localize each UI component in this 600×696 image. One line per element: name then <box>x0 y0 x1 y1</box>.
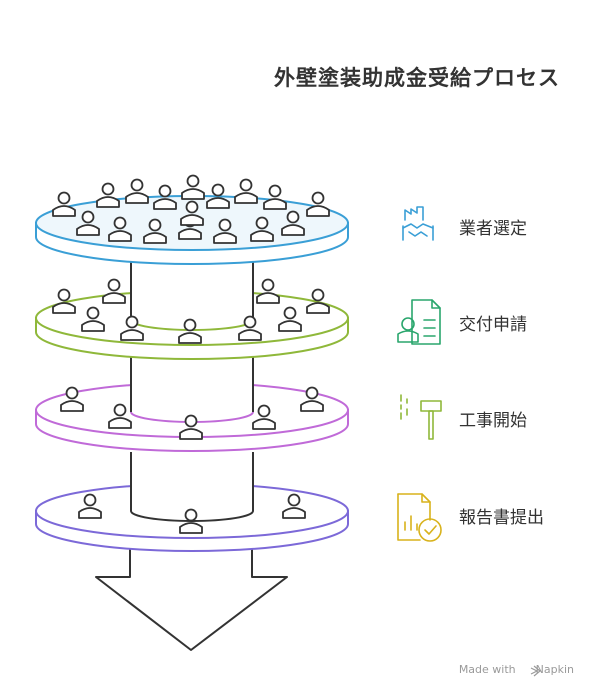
person-icon <box>52 288 76 314</box>
person-icon <box>76 210 100 236</box>
handshake-factory-icon <box>402 206 434 241</box>
person-icon <box>252 404 276 430</box>
person-icon <box>213 218 237 244</box>
person-icon <box>234 178 258 204</box>
page-title: 外壁塗装助成金受給プロセス <box>274 66 560 90</box>
application-document-icon <box>397 299 441 345</box>
step-label-construction: 工事開始 <box>459 411 527 431</box>
footer-brand: Napkin <box>535 663 574 676</box>
person-icon <box>52 191 76 217</box>
person-icon <box>278 306 302 332</box>
person-icon <box>238 315 262 341</box>
step-label-selection: 業者選定 <box>459 219 527 239</box>
person-icon <box>300 386 324 412</box>
napkin-logo-icon <box>530 665 541 677</box>
person-icon <box>282 493 306 519</box>
footer: Made with Napkin <box>459 663 574 676</box>
person-icon <box>181 174 205 200</box>
person-icon <box>179 508 203 534</box>
person-icon <box>206 183 230 209</box>
person-icon <box>250 216 274 242</box>
person-icon <box>306 191 330 217</box>
step-label-report: 報告書提出 <box>459 508 544 528</box>
person-icon <box>281 210 305 236</box>
person-icon <box>102 278 126 304</box>
step-label-application: 交付申請 <box>459 315 527 335</box>
column-segment <box>130 355 254 412</box>
person-icon <box>306 288 330 314</box>
person-icon <box>96 182 120 208</box>
person-icon <box>120 315 144 341</box>
hammer-icon <box>400 394 442 440</box>
person-icon <box>143 218 167 244</box>
person-icon <box>153 184 177 210</box>
person-icon <box>256 278 280 304</box>
person-icon <box>108 216 132 242</box>
person-icon <box>178 318 202 344</box>
person-icon <box>81 306 105 332</box>
person-icon <box>180 200 204 226</box>
people-group <box>52 174 330 534</box>
person-icon <box>263 184 287 210</box>
person-icon <box>60 386 84 412</box>
person-icon <box>108 403 132 429</box>
person-icon <box>78 493 102 519</box>
footer-made-with: Made with <box>458 663 516 676</box>
person-icon <box>125 178 149 204</box>
down-arrow <box>95 540 288 651</box>
report-chart-check-icon <box>397 493 442 542</box>
person-icon <box>179 414 203 440</box>
